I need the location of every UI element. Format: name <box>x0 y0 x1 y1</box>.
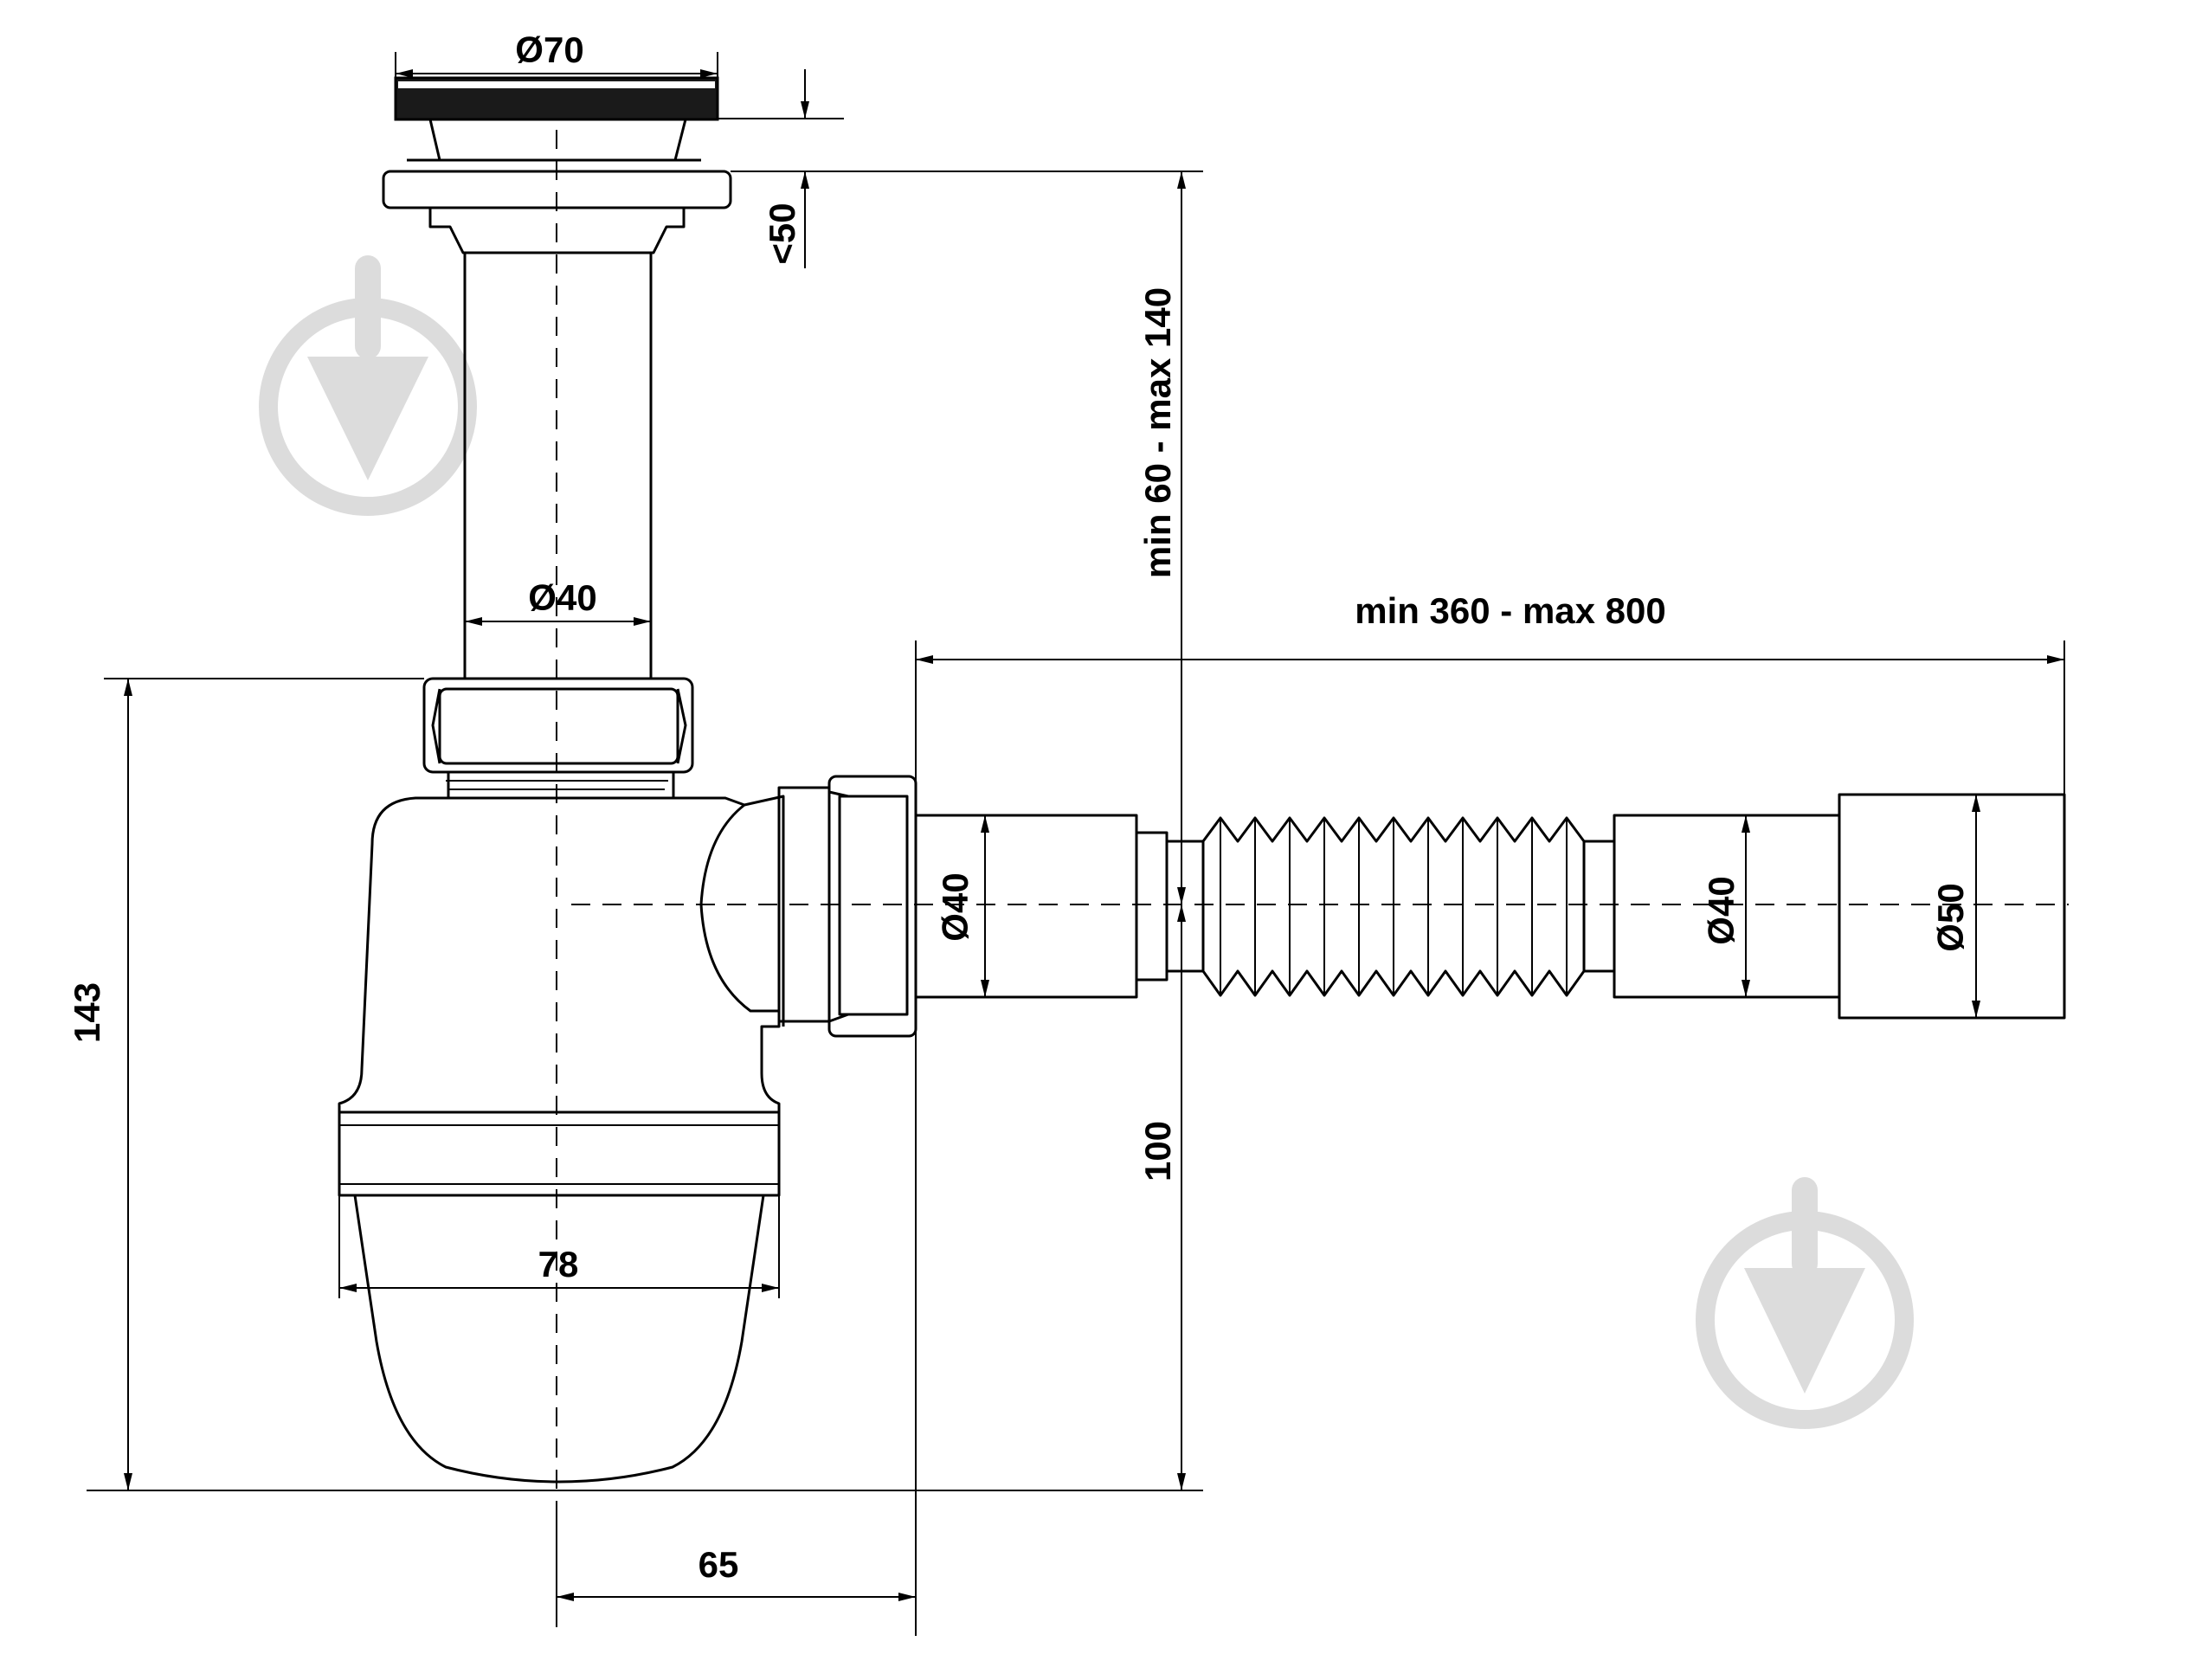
dimension-d40-outlet: Ø40 <box>935 815 989 997</box>
watermark-logo-top-left <box>259 255 477 516</box>
label-min60-max140: min 60 - max 140 <box>1137 287 1178 578</box>
dimension-h143: 143 <box>67 678 1203 1491</box>
corrugated-hose <box>1201 816 1616 997</box>
watermark-logo-bottom-right <box>1696 1177 1914 1429</box>
label-h100: 100 <box>1137 1121 1178 1181</box>
dimension-d70: Ø70 <box>395 29 718 78</box>
dimension-h100: 100 <box>1137 904 1186 1490</box>
label-d50: Ø50 <box>1930 883 1971 951</box>
dimension-d40-top: Ø40 <box>465 577 651 626</box>
dimension-min360-max800: min 360 - max 800 <box>915 590 2065 1636</box>
dimension-w65: 65 <box>556 1506 916 1627</box>
dimension-lt50: <50 <box>718 69 1203 268</box>
siphon-bottle-body <box>338 795 785 1484</box>
label-lt50: <50 <box>762 203 802 264</box>
label-d40-outlet: Ø40 <box>935 872 975 941</box>
dimension-d40-pipe: Ø40 <box>1701 815 1750 997</box>
label-d70: Ø70 <box>515 29 583 70</box>
label-w65: 65 <box>699 1544 739 1585</box>
dimension-d50: Ø50 <box>1930 795 1980 1018</box>
strainer-grille <box>382 76 732 680</box>
label-d40-pipe: Ø40 <box>1701 876 1742 944</box>
outlet-nut <box>777 775 917 1038</box>
label-w78: 78 <box>538 1244 579 1284</box>
label-min360-max800: min 360 - max 800 <box>1355 590 1666 631</box>
drain-connector <box>1613 793 2066 1020</box>
label-d40-top: Ø40 <box>528 577 596 618</box>
union-nut <box>422 677 694 800</box>
dimension-w78: 78 <box>338 1195 780 1298</box>
dimension-min60-max140: min 60 - max 140 <box>1137 171 1186 904</box>
label-h143: 143 <box>67 982 107 1043</box>
